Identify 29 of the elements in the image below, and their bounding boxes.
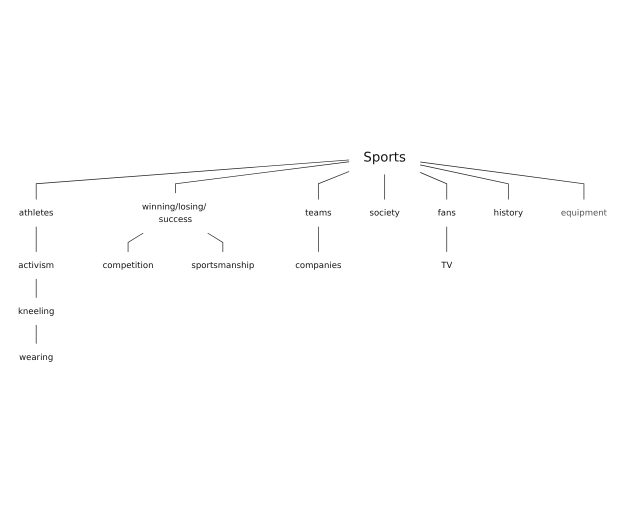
node-text: society bbox=[370, 208, 400, 218]
connector bbox=[446, 226, 448, 252]
node-text: companies bbox=[295, 260, 342, 270]
connector bbox=[420, 162, 584, 200]
connector bbox=[207, 232, 224, 252]
node-text: sportsmanship bbox=[191, 260, 254, 270]
node-text: history bbox=[494, 208, 523, 218]
node-text: Sports bbox=[363, 149, 406, 165]
connector bbox=[36, 160, 350, 200]
node-text: competition bbox=[102, 260, 154, 270]
connector bbox=[318, 171, 350, 200]
node-text: athletes bbox=[18, 208, 54, 218]
connector bbox=[318, 226, 319, 252]
node-text: equipment bbox=[560, 208, 608, 218]
node-text: teams bbox=[305, 208, 332, 218]
node-text: activism bbox=[18, 260, 54, 270]
node-text: winning/losing/ success bbox=[142, 202, 206, 224]
connector bbox=[175, 161, 350, 194]
connector bbox=[384, 174, 386, 200]
connector bbox=[128, 232, 144, 252]
node-text: kneeling bbox=[18, 306, 54, 316]
connector bbox=[420, 164, 509, 200]
node-text: TV bbox=[441, 260, 452, 270]
connector bbox=[420, 172, 448, 200]
connector bbox=[36, 278, 37, 298]
node-text: wearing bbox=[19, 352, 54, 362]
node-text: fans bbox=[438, 208, 456, 218]
connector bbox=[36, 226, 37, 252]
connector bbox=[36, 324, 37, 344]
